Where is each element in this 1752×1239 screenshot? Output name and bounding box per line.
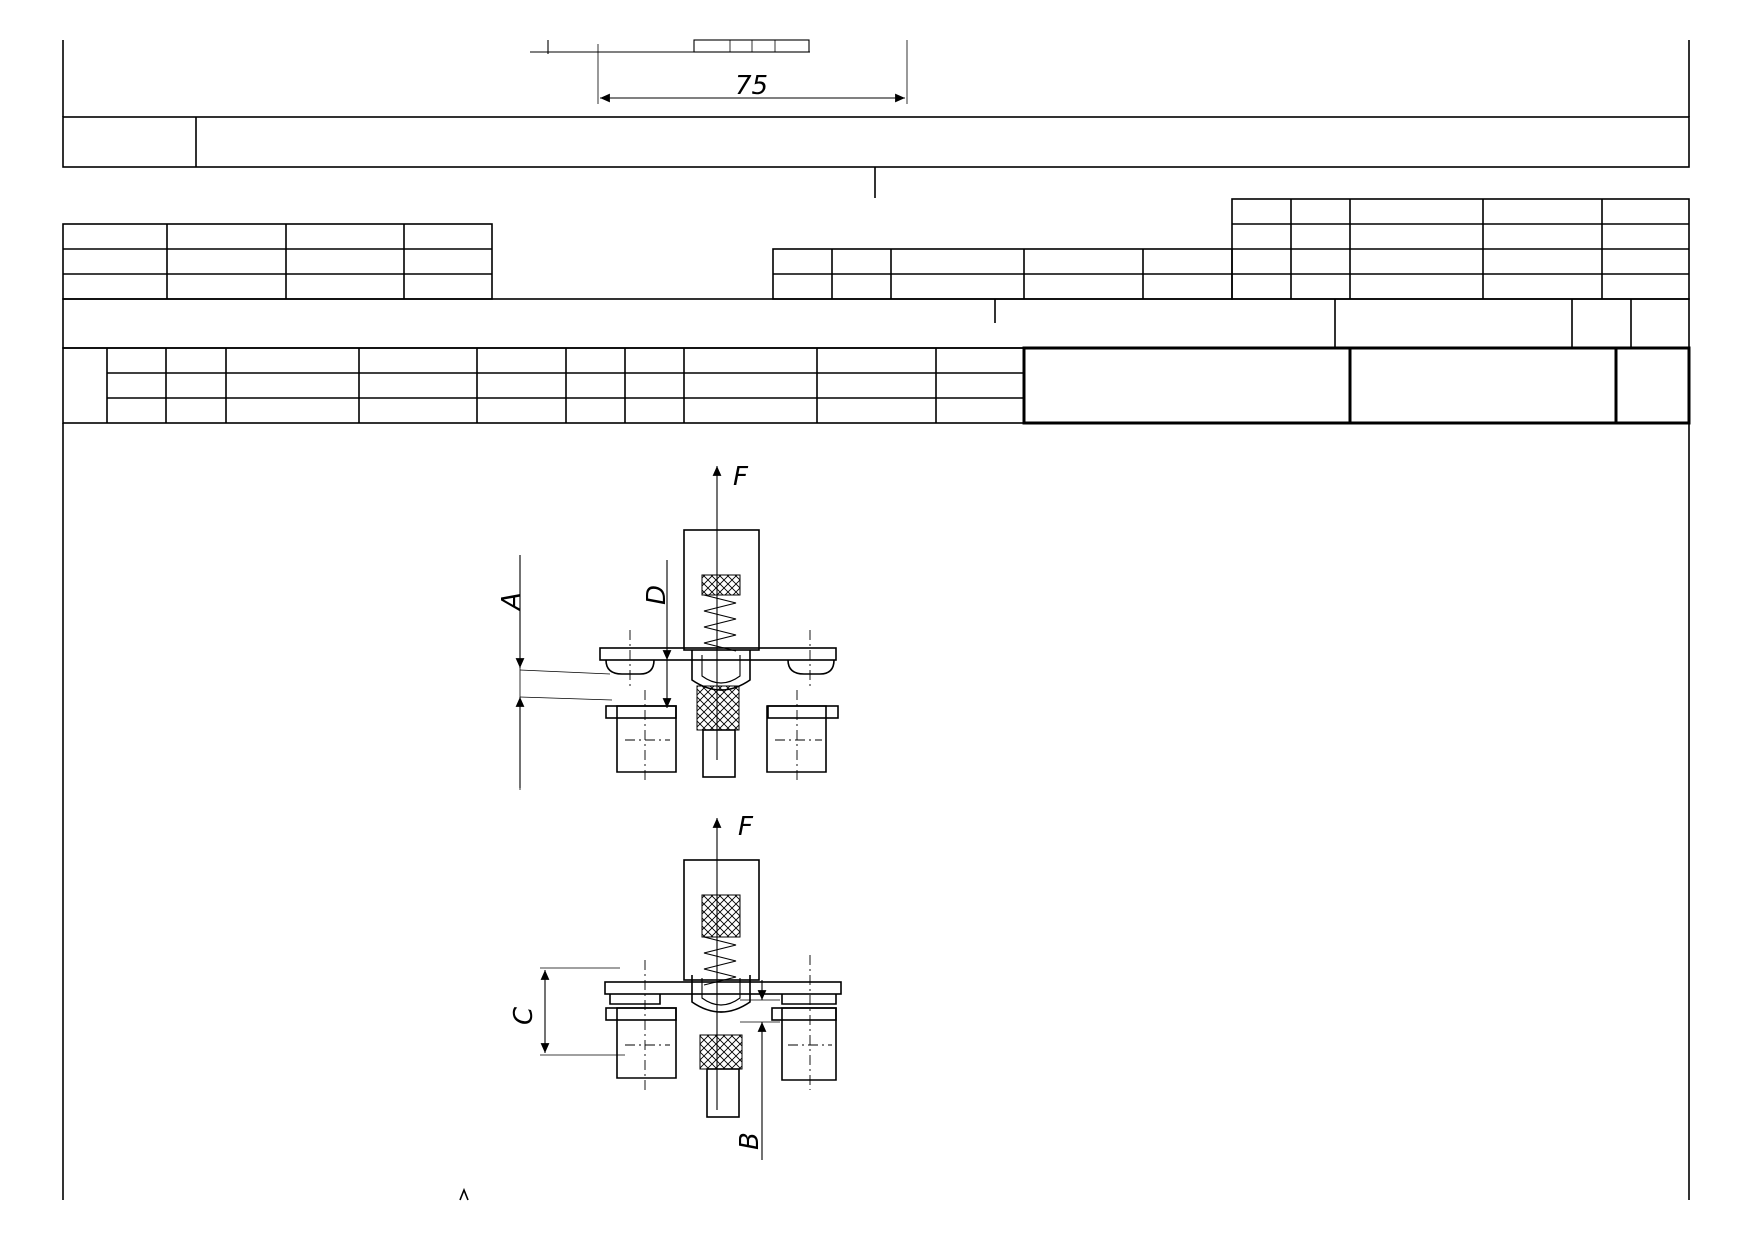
dimension-label-d: D [642,585,672,605]
revision-table-right [1231,198,1690,300]
contact-figure-open: F A D [497,462,839,790]
force-label-1: F [733,462,749,492]
top-dimension-label: 75 [735,71,768,101]
dimension-label-c: C [509,1006,539,1025]
force-label-2: F [738,812,754,842]
next-element-fragment [459,1187,469,1201]
revision-table-left [62,223,493,300]
dimension-label-b: B [735,1132,765,1150]
revision-table-center [772,248,1233,300]
dimension-label-a: A [497,592,527,612]
previous-drawing-fragment: 75 [62,39,1690,117]
stamp-row [62,346,1691,425]
contact-figure-closed: F C B [509,812,842,1160]
drawing-frame [62,423,1690,1200]
title-row [62,298,1690,349]
header-strip [62,116,1690,198]
